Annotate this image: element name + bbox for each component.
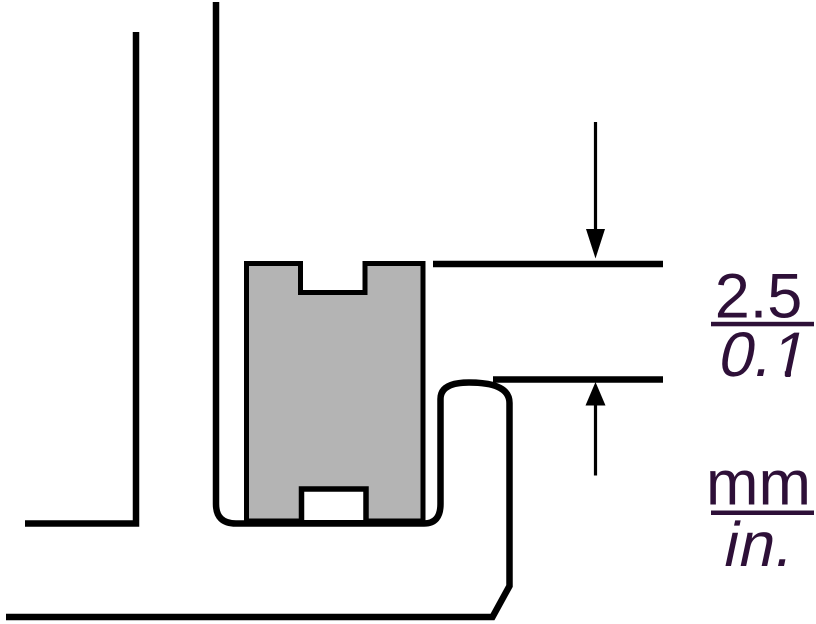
svg-text:0.1: 0.1 bbox=[713, 320, 815, 390]
svg-text:2.5: 2.5 bbox=[715, 262, 803, 332]
svg-text:mm: mm bbox=[706, 449, 811, 519]
svg-text:in.: in. bbox=[718, 510, 802, 580]
